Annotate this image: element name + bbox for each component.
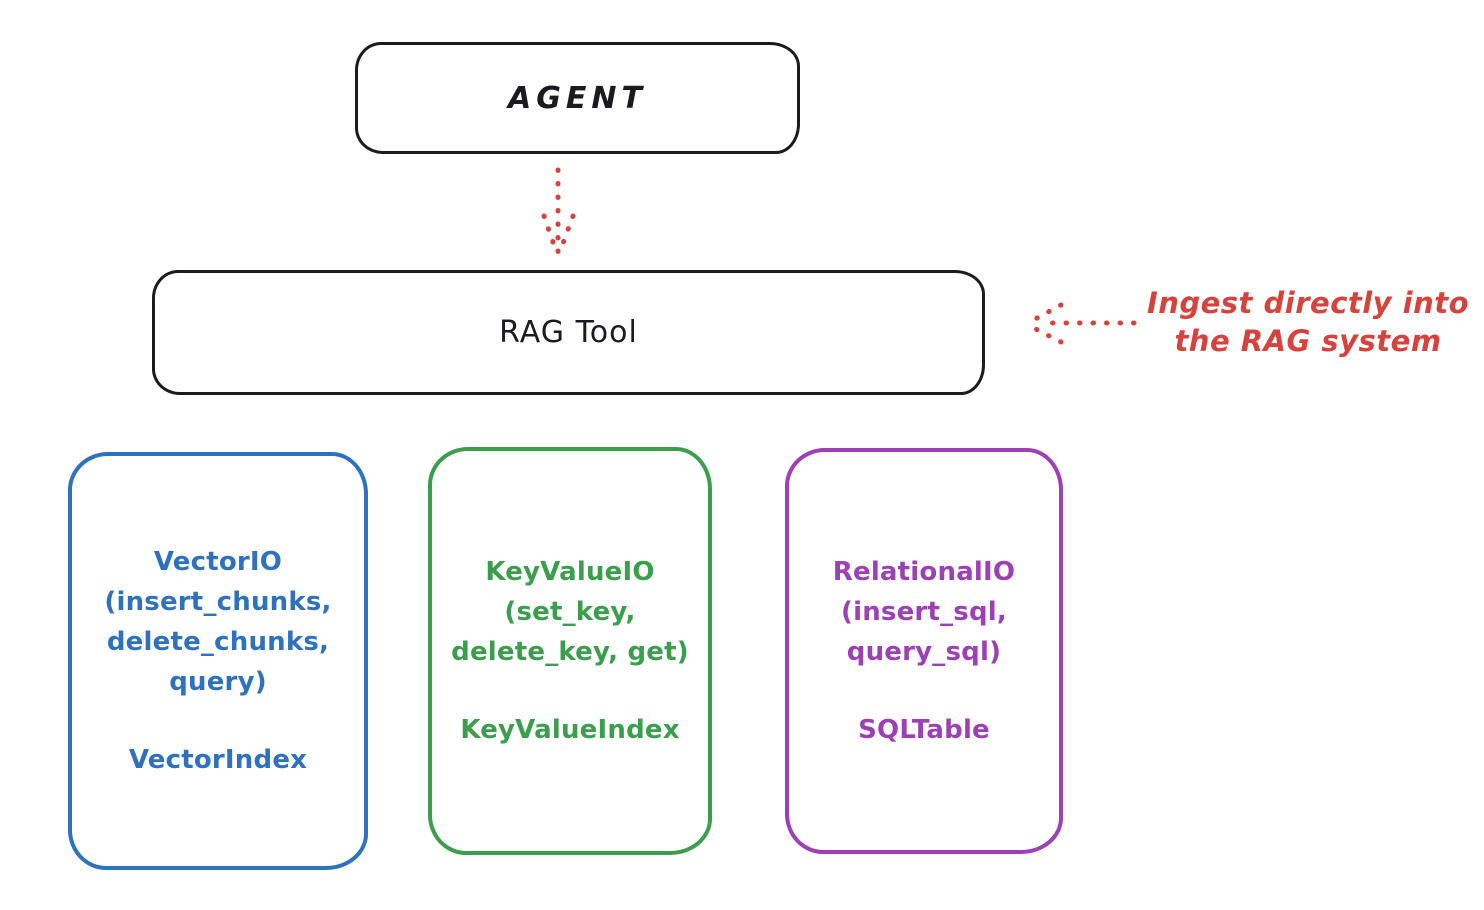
arrow-annotation-to-ragtool-icon	[1023, 302, 1137, 345]
rag-tool-box: RAG Tool	[152, 270, 985, 395]
arrow-agent-to-ragtool-icon	[541, 167, 576, 257]
backend-card-keyvalueio: KeyValueIO (set_key, delete_key, get) Ke…	[428, 447, 712, 855]
relationalio-methods: (insert_sql, query_sql)	[841, 597, 1007, 667]
vectorio-methods: (insert_chunks, delete_chunks, query)	[104, 587, 332, 697]
backend-card-relationalio: RelationalIO (insert_sql, query_sql) SQL…	[785, 448, 1063, 854]
keyvalueio-label: KeyValueIO	[485, 557, 655, 587]
rag-tool-label: RAG Tool	[499, 315, 638, 350]
keyvalueio-index-label: KeyValueIndex	[460, 715, 680, 745]
agent-box: AGENT	[355, 42, 800, 154]
keyvalueio-methods: (set_key, delete_key, get)	[451, 597, 689, 667]
backend-card-vectorio: VectorIO (insert_chunks, delete_chunks, …	[68, 452, 368, 870]
vectorio-index-label: VectorIndex	[128, 745, 308, 775]
relationalio-label: RelationalIO	[832, 557, 1016, 587]
vectorio-label: VectorIO	[153, 547, 283, 577]
ingest-annotation-line1: Ingest directly into	[1146, 286, 1470, 320]
ingest-annotation-line2: the RAG system	[1174, 324, 1442, 358]
agent-label: AGENT	[508, 80, 647, 116]
relationalio-index-label: SQLTable	[858, 715, 990, 745]
ingest-annotation: Ingest directly into the RAG system	[1140, 284, 1476, 360]
